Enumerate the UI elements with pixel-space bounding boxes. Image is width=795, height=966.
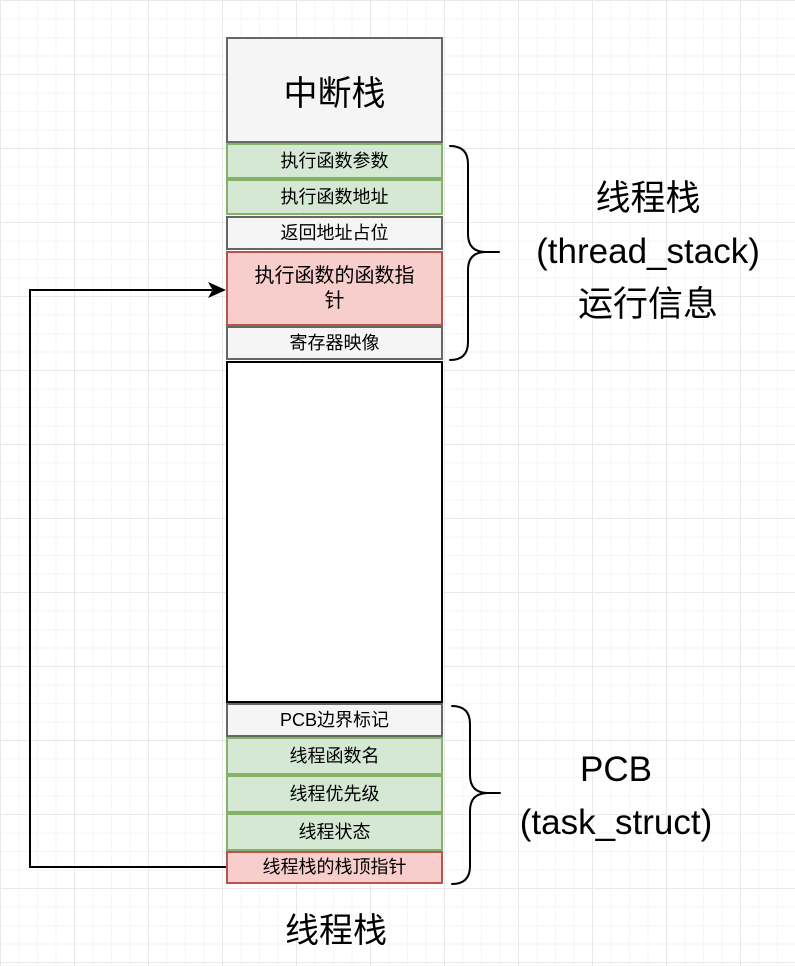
annotation-thread-stack: 线程栈 (thread_stack) 运行信息 (500, 172, 795, 331)
annotation-thread-stack-line3: 运行信息 (577, 285, 718, 324)
annotation-pcb: PCB (task_struct) (466, 743, 766, 849)
row-label: 执行函数地址 (280, 186, 389, 207)
row-thread-status: 线程状态 (226, 813, 443, 851)
row-label: 线程函数名 (289, 745, 380, 766)
row-label: 寄存器映像 (289, 332, 380, 353)
row-label: 返回地址占位 (280, 222, 389, 243)
arrowhead-icon (208, 282, 226, 298)
row-label: PCB边界标记 (279, 709, 389, 730)
interrupt-stack-title: 中断栈 (283, 74, 386, 113)
interrupt-stack-title-box: 中断栈 (226, 37, 443, 143)
row-return-addr-placeholder: 返回地址占位 (226, 216, 443, 250)
row-exec-func-addr: 执行函数地址 (226, 179, 443, 215)
annotation-pcb-line1: PCB (580, 750, 652, 789)
row-label: 执行函数的函数指针 (254, 264, 415, 312)
annotation-thread-stack-line2: (thread_stack) (536, 232, 760, 271)
row-register-image: 寄存器映像 (226, 326, 443, 360)
row-thread-func-name: 线程函数名 (226, 737, 443, 775)
annotation-pcb-line2: (task_struct) (519, 803, 713, 842)
row-label: 线程栈的栈顶指针 (262, 857, 407, 878)
row-label: 线程状态 (298, 821, 371, 842)
row-stack-top-pointer: 线程栈的栈顶指针 (226, 851, 443, 884)
row-label: 线程优先级 (289, 783, 380, 804)
bottom-caption: 线程栈 (285, 912, 387, 950)
row-exec-func-pointer: 执行函数的函数指针 (226, 251, 443, 326)
row-thread-priority: 线程优先级 (226, 775, 443, 813)
empty-stack-space (226, 361, 443, 703)
thread-stack-brace-icon (449, 145, 500, 361)
annotation-thread-stack-line1: 线程栈 (595, 179, 701, 218)
row-label: 执行函数参数 (280, 150, 389, 171)
row-pcb-boundary-marker: PCB边界标记 (226, 703, 443, 737)
stack-top-pointer-arrow (29, 289, 226, 868)
row-exec-func-params: 执行函数参数 (226, 143, 443, 179)
